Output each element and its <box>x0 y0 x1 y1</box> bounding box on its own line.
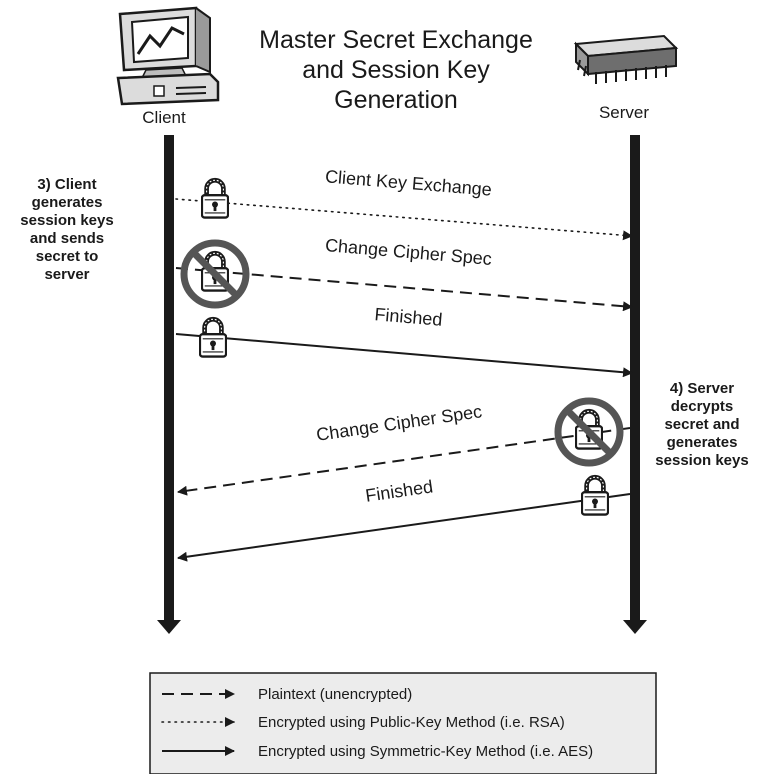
solid-arrow <box>175 333 633 378</box>
server-lifeline <box>623 135 647 634</box>
message-label: Change Cipher Spec <box>324 235 492 269</box>
server-chip-icon <box>573 34 679 84</box>
legend-label: Encrypted using Public-Key Method (i.e. … <box>258 714 565 731</box>
dotted-arrow <box>175 198 633 241</box>
legend-item-public-key: Encrypted using Public-Key Method (i.e. … <box>161 714 565 731</box>
desktop-computer-icon <box>116 6 220 106</box>
solid-arrow <box>177 493 631 562</box>
server-step-line-5: session keys <box>655 452 748 469</box>
client-step-line-1: 3) Client <box>37 176 96 193</box>
prohibited-padlock-icon <box>180 239 250 309</box>
server-label: Server <box>599 103 649 122</box>
message-label: Change Cipher Spec <box>315 401 483 445</box>
dashed-arrow <box>175 267 633 312</box>
server-step-line-1: 4) Server <box>670 380 734 397</box>
padlock-icon <box>200 319 226 356</box>
diagram-title: Master Secret Exchange and Session Key G… <box>259 26 533 114</box>
client-step-line-4: and sends <box>30 230 104 247</box>
title-line-1: Master Secret Exchange <box>259 26 533 54</box>
message-label: Client Key Exchange <box>324 166 492 199</box>
message-client-key-exchange: Client Key Exchange <box>175 166 633 241</box>
server-step-line-4: generates <box>667 434 738 451</box>
legend-label: Encrypted using Symmetric-Key Method (i.… <box>258 743 593 760</box>
message-change-cipher-spec-client: Change Cipher Spec <box>175 235 633 312</box>
client-step-line-6: server <box>44 266 89 283</box>
client-step-line-5: secret to <box>36 248 99 265</box>
client-lifeline <box>157 135 181 634</box>
message-label: Finished <box>364 476 434 506</box>
message-change-cipher-spec-server: Change Cipher Spec <box>177 397 631 496</box>
client-step-line-2: generates <box>32 194 103 211</box>
client-step-line-3: session keys <box>20 212 113 229</box>
padlock-icon <box>582 477 608 514</box>
prohibited-padlock-icon <box>554 397 624 467</box>
title-line-3: Generation <box>334 86 458 114</box>
dashed-arrow <box>177 427 631 496</box>
client-label: Client <box>142 108 186 127</box>
legend: Plaintext (unencrypted) Encrypted using … <box>149 672 657 774</box>
message-finished-client: Finished <box>175 304 633 378</box>
legend-label: Plaintext (unencrypted) <box>258 686 412 703</box>
padlock-icon <box>202 180 228 217</box>
title-line-2: and Session Key <box>302 56 490 84</box>
legend-item-symmetric-key: Encrypted using Symmetric-Key Method (i.… <box>162 743 593 760</box>
legend-item-plaintext: Plaintext (unencrypted) <box>162 686 412 703</box>
server-step-line-2: decrypts <box>671 398 734 415</box>
message-label: Finished <box>374 304 443 330</box>
server-step-line-3: secret and <box>664 416 739 433</box>
message-finished-server: Finished <box>177 476 631 562</box>
